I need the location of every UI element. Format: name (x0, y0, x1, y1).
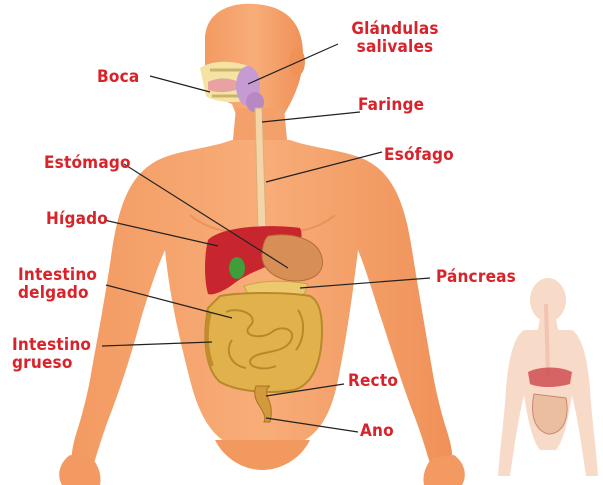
label-intestino-grueso: Intestino grueso (12, 336, 91, 372)
label-recto: Recto (348, 372, 398, 390)
leader-boca (150, 76, 210, 92)
label-esofago: Esófago (384, 146, 454, 164)
label-faringe: Faringe (358, 96, 424, 114)
label-intestino-delgado: Intestino delgado (18, 266, 97, 302)
label-glandulas-salivales: Glándulas salivales (340, 20, 450, 56)
gallbladder-organ (229, 257, 245, 279)
label-higado: Hígado (46, 210, 108, 228)
label-ano: Ano (360, 422, 394, 440)
label-pancreas: Páncreas (436, 268, 516, 286)
label-boca: Boca (97, 68, 139, 86)
intestines-organ (205, 293, 322, 392)
label-estomago: Estómago (44, 154, 131, 172)
thumbnail-figure (498, 278, 598, 476)
